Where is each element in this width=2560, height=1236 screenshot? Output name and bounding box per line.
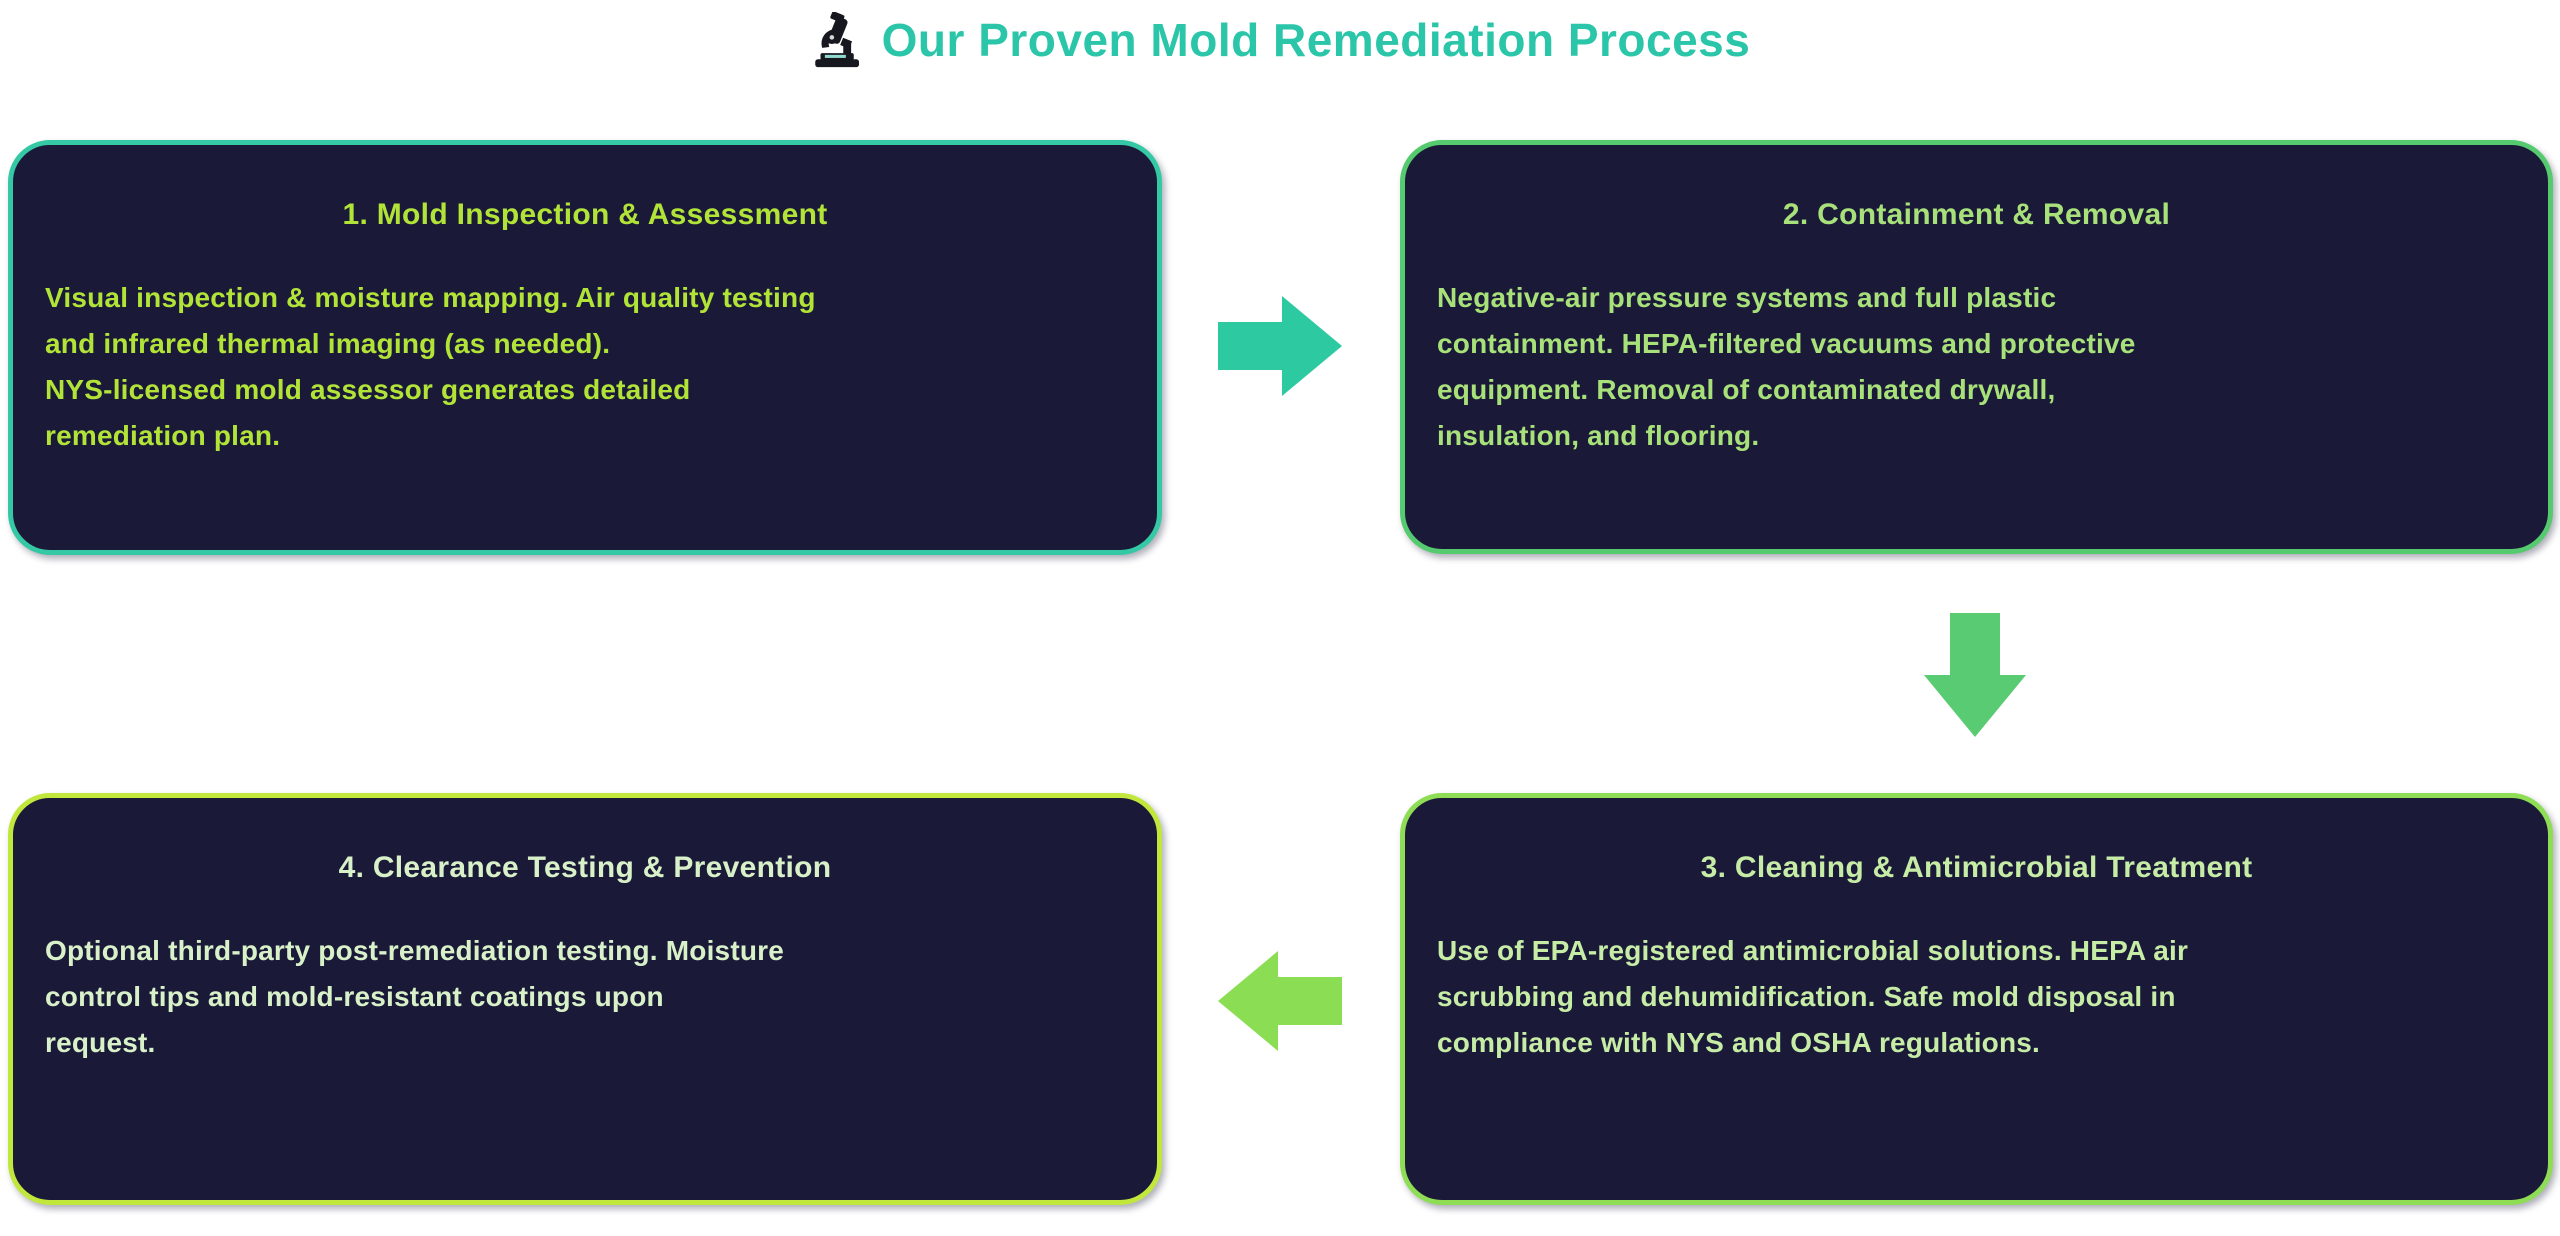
step-4-body: Optional third-party post-remediation te… xyxy=(45,928,1125,1066)
step-box-3-cleaning: 3. Cleaning & Antimicrobial Treatment Us… xyxy=(1400,793,2553,1205)
body-line: and infrared thermal imaging (as needed)… xyxy=(45,328,611,359)
step-1-heading: 1. Mold Inspection & Assessment xyxy=(342,198,828,231)
body-line: insulation, and flooring. xyxy=(1437,420,1760,451)
body-line: Visual inspection & moisture mapping. Ai… xyxy=(45,282,816,313)
step-1-body: Visual inspection & moisture mapping. Ai… xyxy=(45,275,1125,459)
body-line: Optional third-party post-remediation te… xyxy=(45,935,785,966)
body-line: Use of EPA-registered antimicrobial solu… xyxy=(1437,935,2189,966)
step-2-body: Negative-air pressure systems and full p… xyxy=(1437,275,2516,459)
body-line: Negative-air pressure systems and full p… xyxy=(1437,282,2057,313)
body-line: NYS-licensed mold assessor generates det… xyxy=(45,374,691,405)
body-line: compliance with NYS and OSHA regulations… xyxy=(1437,1027,2041,1058)
body-line: scrubbing and dehumidification. Safe mol… xyxy=(1437,981,2176,1012)
body-line: request. xyxy=(45,1027,156,1058)
body-line: remediation plan. xyxy=(45,420,281,451)
arrow-right-icon xyxy=(1218,296,1342,396)
step-box-1-inspection: 1. Mold Inspection & Assessment Visual i… xyxy=(8,140,1162,555)
body-line: control tips and mold-resistant coatings… xyxy=(45,981,664,1012)
page-title: Our Proven Mold Remediation Process xyxy=(881,14,1751,66)
microscope-icon xyxy=(810,11,866,68)
step-box-2-containment: 2. Containment & Removal Negative-air pr… xyxy=(1400,140,2553,554)
title-row: Our Proven Mold Remediation Process xyxy=(0,8,2560,72)
body-line: equipment. Removal of contaminated drywa… xyxy=(1437,374,2056,405)
step-3-heading: 3. Cleaning & Antimicrobial Treatment xyxy=(1700,851,2253,884)
step-3-body: Use of EPA-registered antimicrobial solu… xyxy=(1437,928,2516,1066)
body-line: containment. HEPA-filtered vacuums and p… xyxy=(1437,328,2136,359)
step-4-heading: 4. Clearance Testing & Prevention xyxy=(338,851,832,884)
arrow-down-icon xyxy=(1924,613,2026,737)
step-2-heading: 2. Containment & Removal xyxy=(1782,198,2171,231)
step-box-4-clearance: 4. Clearance Testing & Prevention Option… xyxy=(8,793,1162,1205)
arrow-left-icon xyxy=(1218,951,1342,1051)
